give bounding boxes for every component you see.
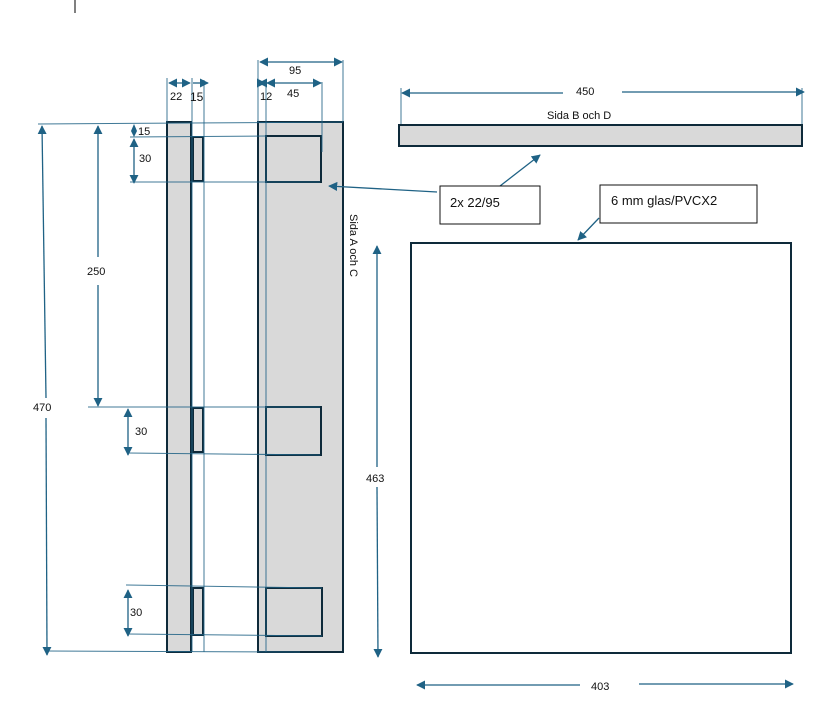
dim-label-95: 95 <box>289 65 301 77</box>
dim-label-12: 12 <box>260 91 272 103</box>
dim-label-250: 250 <box>87 266 105 278</box>
tongue-middle <box>192 407 204 453</box>
slot-middle <box>265 406 322 456</box>
callout-leader-board-top <box>499 154 541 187</box>
dim-label-45: 45 <box>287 88 299 100</box>
callout-text-glass: 6 mm glas/PVCX2 <box>611 193 717 208</box>
dim-label-top-15: 15 <box>138 126 150 138</box>
ext-line <box>129 135 267 138</box>
dim-label-403: 403 <box>591 681 609 693</box>
ext-line <box>127 452 321 456</box>
slot-top <box>265 135 322 183</box>
callout-text-board: 2x 22/95 <box>450 195 500 210</box>
dim-label-15: 15 <box>190 90 204 104</box>
dim-label-463: 463 <box>366 473 384 485</box>
tongue-top <box>192 136 204 182</box>
callout-leader-board-left <box>328 181 438 193</box>
dim-label-30-top: 30 <box>139 153 151 165</box>
callout-leader-glass <box>577 217 600 241</box>
dim-label-30-middle: 30 <box>135 426 147 438</box>
dim-label-470: 470 <box>33 402 51 414</box>
dim-line-463-lower <box>373 486 383 658</box>
dim-marker-15 <box>131 124 137 137</box>
dim-label-450: 450 <box>576 86 594 98</box>
slot-bottom <box>265 587 323 637</box>
callout-box-board <box>439 185 541 225</box>
ext-line <box>127 633 323 637</box>
dim-line-470-lower <box>42 417 52 656</box>
callout-box-glass <box>599 184 758 224</box>
ext-line-bottom <box>45 650 301 653</box>
glass-pane <box>410 242 792 654</box>
ext-line-top <box>37 121 344 125</box>
ext-line <box>125 584 323 589</box>
dim-label-22: 22 <box>170 91 182 103</box>
dim-label-30-bottom: 30 <box>130 607 142 619</box>
side-bd-label: Sida B och D <box>547 110 611 122</box>
tongue-bottom <box>192 587 204 636</box>
side-ac-label: Sida A och C <box>347 214 359 277</box>
dim-line-470-upper <box>37 125 47 399</box>
board-22-section <box>166 121 192 653</box>
board-95-section <box>257 121 344 653</box>
board-side-bd <box>398 124 803 147</box>
